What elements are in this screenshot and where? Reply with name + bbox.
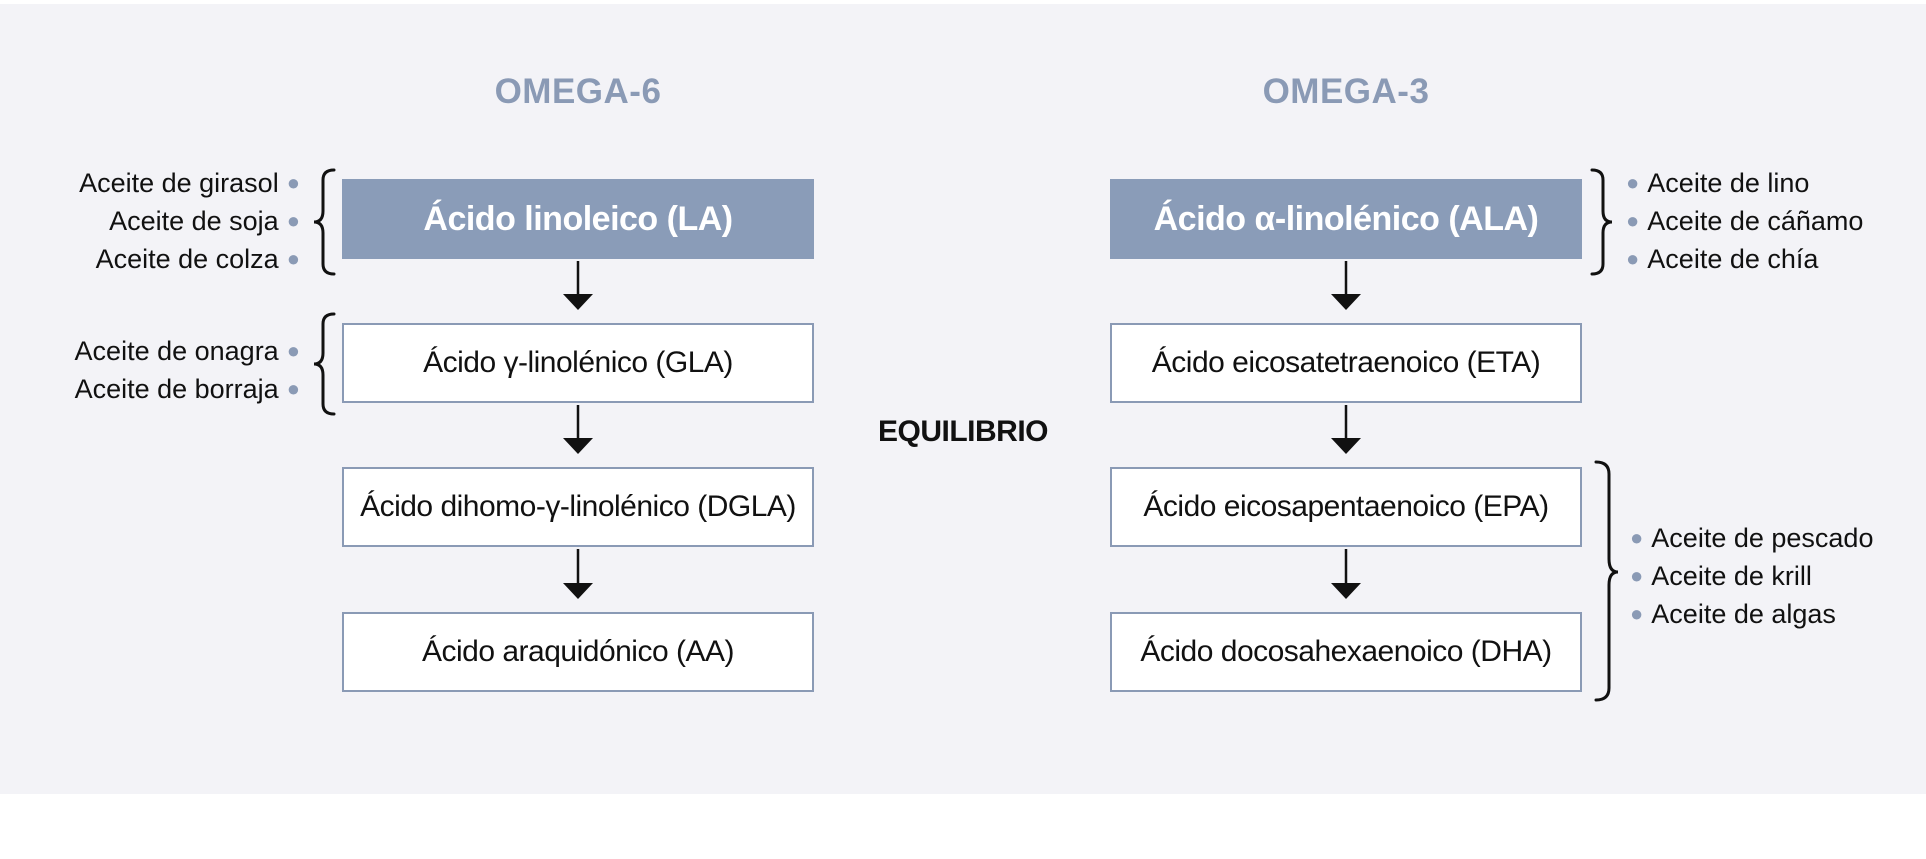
bullet-icon: ● [1630, 563, 1644, 588]
node-aa: Ácido araquidónico (AA) [342, 612, 814, 692]
bullet-icon: ● [286, 246, 300, 271]
bullet-icon: ● [1630, 525, 1644, 550]
bullet-icon: ● [286, 208, 300, 233]
bullet-icon: ● [286, 170, 300, 195]
arrowhead-icon [563, 583, 593, 599]
arrowhead-icon [1331, 294, 1361, 310]
node-ala: Ácido α-linolénico (ALA) [1110, 179, 1582, 259]
brace-la-icon [313, 168, 336, 276]
source-item: ●Aceite de pescado [1630, 523, 1874, 553]
bullet-icon: ● [1626, 170, 1640, 195]
bullet-icon: ● [286, 376, 300, 401]
balance-label: EQUILIBRIO [877, 415, 1049, 448]
source-item: ●Aceite de krill [1630, 561, 1812, 591]
arrowhead-icon [1331, 583, 1361, 599]
source-item: ●Aceite de chía [1626, 244, 1819, 274]
sources-gla-list: Aceite de onagra● Aceite de borraja● [75, 332, 300, 408]
source-item: Aceite de onagra● [74, 336, 300, 366]
brace-ala-icon [1590, 168, 1613, 276]
source-item: Aceite de soja● [109, 206, 300, 236]
node-dha: Ácido docosahexaenoico (DHA) [1110, 612, 1582, 692]
node-eta: Ácido eicosatetraenoico (ETA) [1110, 323, 1582, 403]
sources-la-list: Aceite de girasol● Aceite de soja● Aceit… [79, 164, 300, 278]
arrowhead-icon [563, 294, 593, 310]
bullet-icon: ● [1630, 601, 1644, 626]
source-item: Aceite de girasol● [79, 168, 300, 198]
source-item: ●Aceite de cáñamo [1626, 206, 1864, 236]
node-epa: Ácido eicosapentaenoico (EPA) [1110, 467, 1582, 547]
bullet-icon: ● [1626, 208, 1640, 233]
node-gla: Ácido γ-linolénico (GLA) [342, 323, 814, 403]
source-item: ●Aceite de lino [1626, 168, 1810, 198]
arrowhead-icon [563, 438, 593, 454]
source-item: ●Aceite de algas [1630, 599, 1836, 629]
source-item: Aceite de borraja● [74, 374, 300, 404]
bullet-icon: ● [286, 338, 300, 363]
node-dgla: Ácido dihomo-γ-linolénico (DGLA) [342, 467, 814, 547]
omega6-title: OMEGA-6 [494, 72, 662, 111]
source-item: Aceite de colza● [95, 244, 300, 274]
brace-epa-dha-icon [1594, 460, 1619, 702]
node-la: Ácido linoleico (LA) [342, 179, 814, 259]
bullet-icon: ● [1626, 246, 1640, 271]
sources-ala-list: ●Aceite de lino ●Aceite de cáñamo ●Aceit… [1626, 164, 1863, 278]
omega3-title: OMEGA-3 [1262, 72, 1430, 111]
sources-epa-dha-list: ●Aceite de pescado ●Aceite de krill ●Ace… [1630, 519, 1873, 633]
brace-gla-icon [313, 312, 336, 416]
diagram-panel [0, 4, 1926, 794]
arrowhead-icon [1331, 438, 1361, 454]
